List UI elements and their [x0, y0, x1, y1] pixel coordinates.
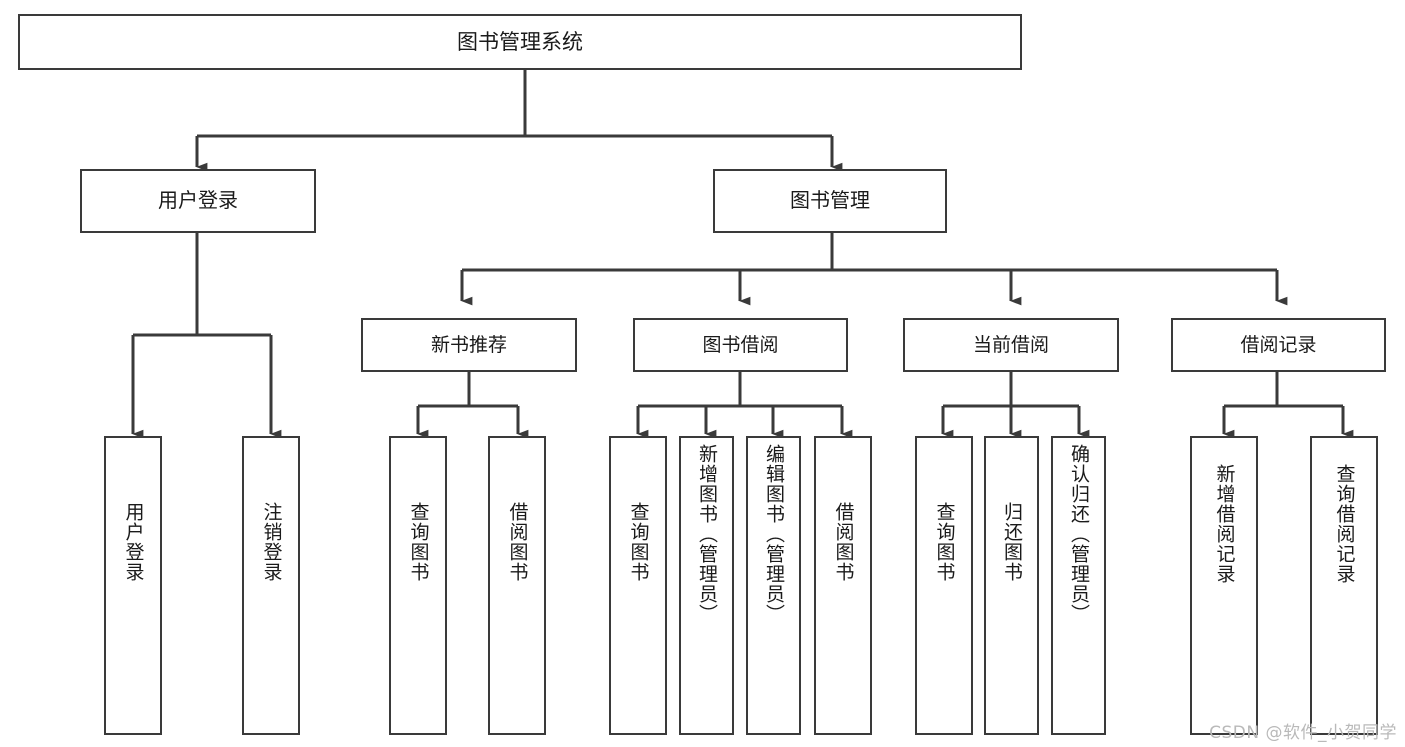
node-current-borrow[interactable]: 当前借阅	[903, 318, 1119, 372]
node-label: 查询图书	[627, 502, 650, 582]
node-leaf-query-book-current[interactable]: 查询图书	[915, 436, 973, 735]
node-leaf-borrow-book[interactable]: 借阅图书	[814, 436, 872, 735]
node-label: 新书推荐	[430, 333, 507, 356]
node-leaf-query-book-recommend[interactable]: 查询图书	[389, 436, 447, 735]
node-label: 查询图书	[933, 502, 956, 582]
node-borrow-record[interactable]: 借阅记录	[1171, 318, 1386, 372]
node-label: 确认归还（管理员）	[1068, 444, 1090, 624]
node-book-borrow[interactable]: 图书借阅	[633, 318, 848, 372]
node-label: 新增借阅记录	[1213, 464, 1236, 584]
node-label: 图书管理系统	[457, 29, 583, 54]
node-leaf-logout[interactable]: 注销登录	[242, 436, 300, 735]
node-new-book-recommend[interactable]: 新书推荐	[361, 318, 577, 372]
node-label: 图书借阅	[702, 333, 779, 356]
node-label: 当前借阅	[972, 333, 1049, 356]
node-user-login[interactable]: 用户登录	[80, 169, 316, 233]
node-leaf-query-book-borrow[interactable]: 查询图书	[609, 436, 667, 735]
node-label: 查询图书	[407, 502, 430, 582]
node-leaf-confirm-return[interactable]: 确认归还（管理员）	[1051, 436, 1106, 735]
node-label: 借阅图书	[832, 502, 855, 582]
node-label: 新增图书（管理员）	[696, 444, 718, 624]
node-leaf-add-borrow-record[interactable]: 新增借阅记录	[1190, 436, 1258, 735]
node-label: 借阅图书	[506, 502, 529, 582]
node-leaf-borrow-book-recommend[interactable]: 借阅图书	[488, 436, 546, 735]
node-label: 查询借阅记录	[1333, 464, 1356, 584]
node-label: 图书管理	[790, 188, 870, 213]
node-label: 注销登录	[260, 502, 283, 582]
node-label: 归还图书	[1001, 502, 1023, 582]
node-leaf-edit-book[interactable]: 编辑图书（管理员）	[746, 436, 801, 735]
node-label: 借阅记录	[1240, 333, 1317, 356]
node-title-book-management-system[interactable]: 图书管理系统	[18, 14, 1022, 70]
csdn-watermark: CSDN @软件_小贺同学	[1209, 723, 1397, 743]
node-leaf-add-book[interactable]: 新增图书（管理员）	[679, 436, 734, 735]
node-label: 编辑图书（管理员）	[763, 444, 785, 624]
node-label: 用户登录	[122, 502, 145, 582]
node-leaf-user-login[interactable]: 用户登录	[104, 436, 162, 735]
node-label: 用户登录	[158, 188, 238, 213]
node-leaf-query-borrow-record[interactable]: 查询借阅记录	[1310, 436, 1378, 735]
node-leaf-return-book[interactable]: 归还图书	[984, 436, 1039, 735]
node-book-management[interactable]: 图书管理	[713, 169, 947, 233]
